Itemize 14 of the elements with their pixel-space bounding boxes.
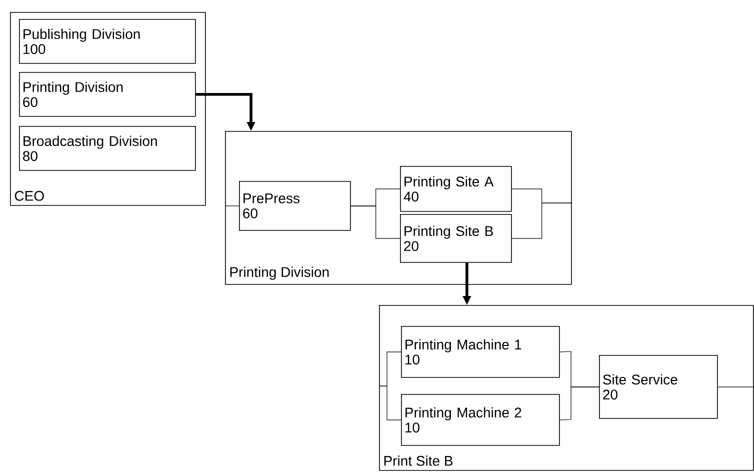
block-box: Printing Site B 20 [400,214,512,263]
connector-line [350,206,400,239]
connector-line [378,386,402,420]
block-box: Printing Site A 40 [400,166,512,212]
block-box: Printing Division 60 [19,72,196,117]
block-box: Broadcasting Division 80 [19,126,196,171]
block-box: Publishing Division 100 [19,19,196,64]
connector-line [560,386,600,420]
block-box: Printing Machine 1 10 [401,326,560,378]
connector-line [718,386,754,388]
block-box: PrePress 60 [239,181,351,231]
block-box: Printing Machine 2 10 [401,394,560,446]
block-box: Site Service 20 [599,355,718,419]
connector-line [512,202,572,239]
